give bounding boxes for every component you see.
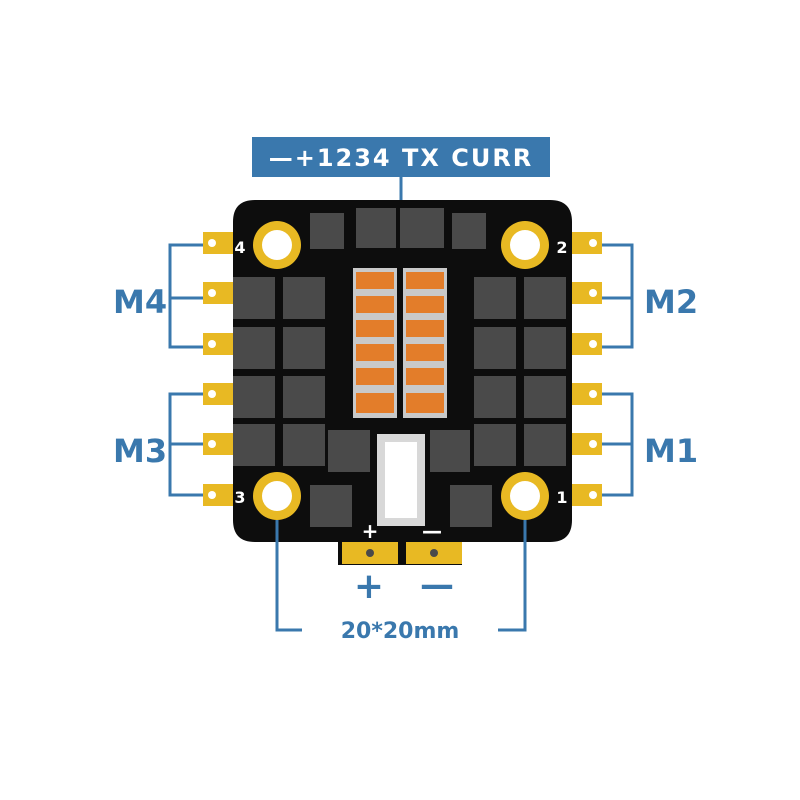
- pad-m1-a: [572, 383, 602, 405]
- right-motor-pads: [572, 232, 602, 506]
- header-label-text: —+1234 TX CURR: [269, 144, 534, 172]
- bracket-m3: [168, 392, 203, 497]
- pad-m4-c: [203, 333, 233, 355]
- dimension-label: 20*20mm: [341, 619, 460, 644]
- corner-number-4: 4: [234, 238, 245, 257]
- bracket-m2: [602, 243, 634, 349]
- top-chips: [310, 208, 486, 249]
- pad-m2-b: [572, 282, 602, 304]
- pad-m2-c: [572, 333, 602, 355]
- dimension-bracket: [275, 520, 527, 632]
- pad-m3-c: [203, 484, 233, 506]
- pad-m1-c: [572, 484, 602, 506]
- motor-label-m4: M4: [113, 283, 167, 321]
- right-pad-holes: [589, 239, 597, 499]
- pad-m3-b: [203, 433, 233, 455]
- mosfet-chips: [233, 277, 566, 527]
- motor-label-m3: M3: [113, 432, 167, 470]
- header-label-box: [252, 137, 550, 177]
- pad-m4-b: [203, 282, 233, 304]
- power-label-plus: +: [354, 566, 384, 607]
- corner-number-3: 3: [234, 488, 245, 507]
- left-pad-holes: [208, 239, 216, 499]
- pad-m4-a: [203, 232, 233, 254]
- corner-number-2: 2: [556, 238, 567, 257]
- corner-number-1: 1: [556, 488, 567, 507]
- bracket-m1: [602, 392, 634, 497]
- silk-plus: +: [362, 519, 379, 543]
- pad-m1-b: [572, 433, 602, 455]
- power-label-minus: —: [420, 565, 454, 605]
- silk-minus: —: [422, 519, 442, 543]
- pad-m2-a: [572, 232, 602, 254]
- left-motor-pads: [203, 232, 233, 506]
- motor-label-m2: M2: [644, 283, 698, 321]
- bracket-m4: [168, 243, 203, 349]
- resistor-array: [353, 268, 447, 418]
- mounting-holes: [253, 221, 549, 520]
- motor-label-m1: M1: [644, 432, 698, 470]
- shunt-resistor-body: [385, 442, 417, 518]
- pad-m3-a: [203, 383, 233, 405]
